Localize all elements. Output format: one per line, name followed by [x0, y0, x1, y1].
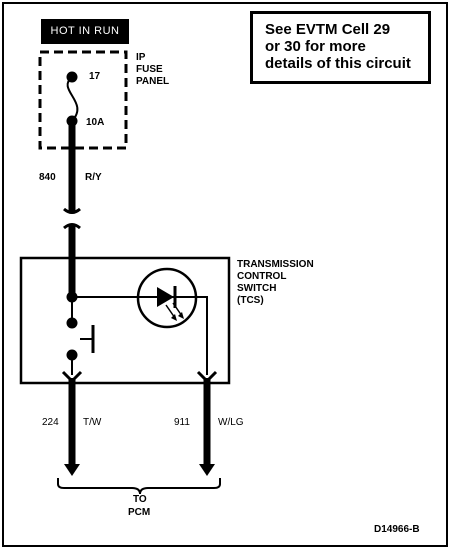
tcs-title-line-2: CONTROL — [237, 271, 287, 282]
switch-contact-upper — [66, 317, 78, 329]
figure-id: D14966-B — [374, 524, 420, 535]
pcm-bracket — [57, 478, 221, 495]
evtm-reference-note: See EVTM Cell 29 or 30 for more details … — [250, 11, 431, 84]
fuse-panel-outline — [38, 50, 128, 150]
wire-224-color: T/W — [83, 417, 102, 428]
led-branch-wire — [72, 296, 208, 375]
fuse-rating: 10A — [86, 117, 105, 128]
wire-911-circuit: 911 — [174, 417, 190, 428]
wire-840-color: R/Y — [85, 172, 102, 183]
wire-911-color: W/LG — [218, 417, 244, 428]
wire-224-end — [64, 464, 80, 476]
note-line-2: or 30 for more — [265, 38, 366, 55]
wire-911-end — [199, 464, 215, 476]
light-arrowhead-2 — [178, 312, 184, 319]
note-line-3: details of this circuit — [265, 55, 411, 72]
fuse-panel-label-2: FUSE — [136, 64, 163, 75]
light-arrowhead-1 — [171, 314, 177, 321]
destination-line-1: TO — [133, 494, 147, 505]
fuse-element — [66, 76, 79, 122]
fuse-number: 17 — [89, 71, 101, 82]
note-line-1: See EVTM Cell 29 — [265, 21, 391, 38]
tcs-title-line-4: (TCS) — [237, 295, 264, 306]
wire-840-circuit: 840 — [39, 172, 56, 183]
wire-224-circuit: 224 — [42, 417, 59, 428]
tcs-title-line-3: SWITCH — [237, 283, 277, 294]
led-diode-triangle — [157, 287, 174, 307]
destination-line-2: PCM — [128, 507, 151, 518]
fuse-panel-label-1: IP — [136, 52, 146, 63]
fuse-panel-label-3: PANEL — [136, 76, 170, 87]
tcs-title-line-1: TRANSMISSION — [237, 259, 314, 270]
connector-lower-half — [63, 223, 81, 230]
connector-upper-half — [63, 207, 81, 214]
tcs-box — [19, 256, 231, 385]
hot-in-run-label: HOT IN RUN — [41, 19, 129, 44]
